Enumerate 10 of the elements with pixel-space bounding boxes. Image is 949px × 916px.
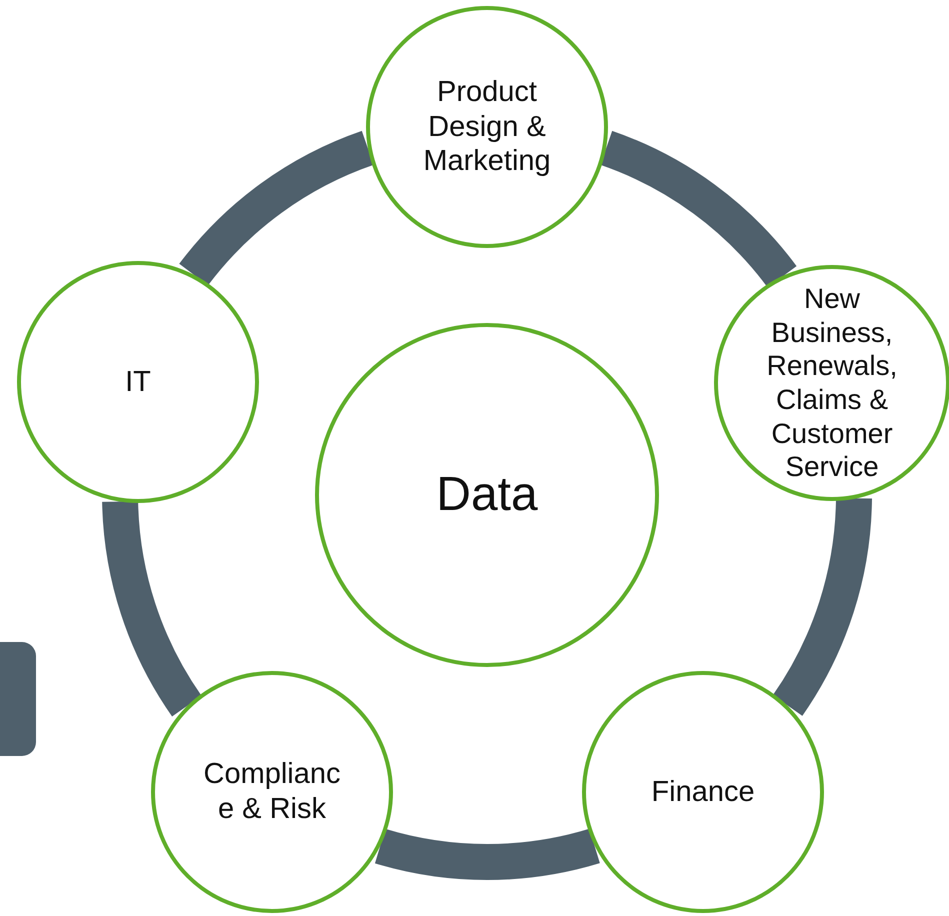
- node-label: Data: [435, 467, 539, 524]
- node-label: New Business, Renewals, Claims & Customer Service: [766, 282, 898, 484]
- node-label: Product Design & Marketing: [422, 74, 552, 180]
- node-label: Complianc e & Risk: [202, 757, 342, 827]
- ring-connector: [772, 497, 872, 715]
- ring-connector: [102, 500, 202, 716]
- node-label: IT: [124, 364, 152, 400]
- ring-connector: [376, 828, 599, 880]
- node-label: Finance: [650, 774, 756, 810]
- side-tab: [0, 642, 36, 756]
